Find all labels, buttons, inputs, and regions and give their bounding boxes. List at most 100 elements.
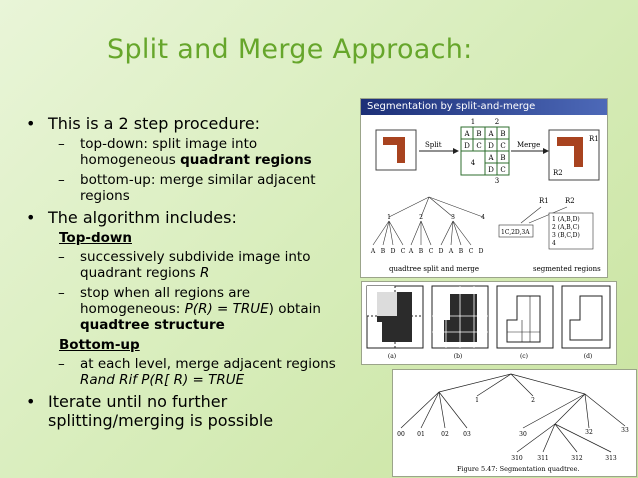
merge-arrowhead [543, 148, 549, 154]
cell-b: B [500, 130, 505, 138]
bottomup-heading: Bottom-up [59, 337, 140, 353]
sub-bullet-text: stop when all regions are homogeneous: P… [80, 285, 321, 333]
line-text: Iterate until no further [48, 392, 228, 411]
tree-node-label: 1 [475, 397, 479, 404]
split-arrowhead [453, 148, 459, 154]
slide-title: Split and Merge Approach: [107, 34, 473, 65]
tree-leaf-label: 33 [621, 427, 629, 434]
tree-edges [400, 373, 626, 453]
dash-marker: – [58, 172, 65, 188]
tree-leaf-label: 30 [519, 431, 527, 438]
panel-c [496, 285, 554, 349]
sub-bullet-text: at each level, merge adjacent regions Ra… [80, 356, 336, 388]
bullet-marker: • [26, 208, 36, 227]
tree-leaf: C [401, 248, 406, 255]
tree-leaf: D [439, 248, 444, 255]
tree-leaf-label: 312 [571, 455, 583, 462]
bullet-text: The algorithm includes: [48, 208, 237, 227]
tree-leaf-label: 00 [397, 431, 405, 438]
tree-num: 3 [451, 214, 455, 221]
tree-leaf: A [408, 248, 414, 255]
legend-item: 1 (A,B,D) [552, 216, 580, 223]
quadrant-num: 1 [471, 118, 475, 126]
line-text: regions [80, 188, 130, 204]
line-text: splitting/merging is possible [48, 411, 274, 430]
line-text: homogeneous: [80, 301, 185, 317]
line-text: at each level, merge adjacent regions [80, 356, 336, 372]
italic-text: Rand Rif P(R[ R) = TRUE [80, 372, 245, 388]
region-edge [520, 206, 542, 224]
quadrant-num: 4 [471, 159, 476, 167]
panel-a [366, 285, 424, 349]
segmentation-steps: (a) (b) (c) (d) [366, 285, 611, 360]
tree-leaf-label: 02 [441, 431, 449, 438]
tree-leaf-label: 03 [463, 431, 471, 438]
panel-label: (d) [584, 353, 593, 360]
tree-labels: 1 2 00 01 02 03 30 32 33 310 311 312 313 [397, 397, 629, 462]
region-r2-label: R2 [565, 197, 575, 205]
panel-labels: (a) (b) (c) (d) [388, 353, 592, 360]
tree-leaf: C [429, 248, 434, 255]
original-shape [383, 137, 405, 163]
region-r1: R1 [589, 135, 599, 143]
cell-d: D [488, 142, 494, 150]
dash-marker: – [58, 356, 65, 372]
figure-caption: Figure 5.47: Segmentation quadtree. [457, 465, 580, 473]
line-text: stop when all regions are [80, 285, 251, 301]
bullet-marker: • [26, 392, 36, 411]
bullet-text: This is a 2 step procedure: [48, 114, 261, 133]
line-text: bottom-up: merge similar adjacent [80, 172, 316, 188]
cell-d: D [464, 142, 470, 150]
topdown-heading: Top-down [59, 230, 132, 246]
tree-node-label: 2 [531, 397, 535, 404]
sub-bullet-item: – successively subdivide image into quad… [58, 249, 356, 281]
cell-b: B [500, 154, 505, 162]
bold-text: quadrant regions [180, 152, 312, 168]
tree-leaf-label: 310 [511, 455, 523, 462]
tree-leaf-label: 311 [537, 455, 548, 462]
panel-label: (a) [388, 353, 396, 360]
line-text: ) obtain [268, 301, 321, 317]
tree-leaf-label: 313 [605, 455, 617, 462]
legend-item: 3 (B,C,D) [552, 232, 580, 239]
sub-bullet-text: top-down: split image into homogeneous q… [80, 136, 312, 168]
figure-header: Segmentation by split-and-merge [361, 99, 607, 115]
region-r1-label: R1 [539, 197, 549, 205]
legend-box [548, 212, 594, 250]
tree-leaf: B [459, 248, 464, 255]
sub-bullet-text: bottom-up: merge similar adjacent region… [80, 172, 316, 204]
region-box [498, 224, 534, 238]
bullet-item: • Iterate until no further splitting/mer… [26, 392, 356, 430]
split-merge-figure: Segmentation by split-and-merge Split A … [360, 98, 608, 278]
tree-leaf: C [469, 248, 474, 255]
panel-label: (b) [454, 353, 463, 360]
split-grid: A B A B D C D C A B D C 1 2 4 3 [460, 118, 510, 185]
line-text: homogeneous [80, 152, 181, 168]
region-r2: R2 [553, 169, 563, 177]
tree-leaf: A [448, 248, 454, 255]
legend-item: 4 [552, 240, 556, 247]
bullet-text: Iterate until no further splitting/mergi… [48, 392, 273, 430]
cell-c: C [500, 166, 505, 174]
tree-num: 1 [387, 214, 391, 221]
segmentation-quadtree-figure: 1 2 00 01 02 03 30 32 33 310 311 312 313… [392, 369, 637, 477]
slide-body: • This is a 2 step procedure: – top-down… [26, 114, 356, 433]
quadrant-num: 3 [495, 177, 499, 185]
cell-b: B [476, 130, 481, 138]
bullet-item: • The algorithm includes: [26, 208, 356, 227]
caption-left: quadtree split and merge [389, 265, 479, 273]
split-merge-diagram: Split A B A B D C D C A B D C 1 2 [370, 118, 601, 273]
sub-bullet-item: – stop when all regions are homogeneous:… [58, 285, 356, 333]
cell-a: A [463, 130, 470, 138]
legend-list: 1 (A,B,D) 2 (A,B,C) 3 (B,C,D) 4 [552, 216, 580, 247]
panel-d [561, 285, 611, 349]
quadtree-labels: 1 2 3 4 A B D C A B C D A B C D [370, 214, 485, 255]
caption-right: segmented regions [533, 265, 601, 273]
dash-marker: – [58, 249, 65, 265]
italic-text: P(R) = TRUE [184, 301, 269, 317]
italic-text: R [199, 265, 210, 281]
sub-bullet-item: – at each level, merge adjacent regions … [58, 356, 356, 388]
tree-leaf: D [391, 248, 396, 255]
tree-leaf-label: 32 [585, 429, 593, 436]
original-region-box [375, 129, 417, 171]
